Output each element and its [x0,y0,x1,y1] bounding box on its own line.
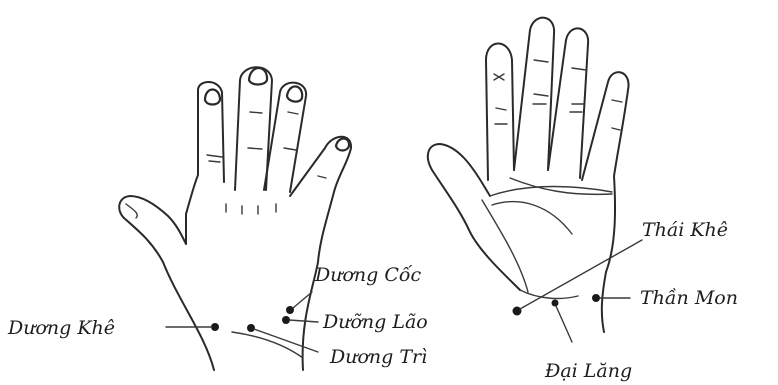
label-thai-khe: Thái Khê [642,219,728,241]
label-duong-tri: Dương Trì [329,346,427,368]
point-dai-lang [552,300,559,307]
index-nail [205,90,220,105]
leader-dai-lang [556,306,572,342]
right-hand-palmar [428,18,629,332]
left-hand-dorsal [119,67,351,370]
little-nail [336,139,349,151]
point-than-mon [592,294,600,302]
label-dai-lang: Đại Lăng [544,360,632,382]
label-than-mon: Thần Mon [640,287,738,309]
label-duong-lao: Dưỡng Lão [322,311,428,333]
point-thai-khe [513,307,522,316]
ring-nail [287,86,302,101]
leader-duong-lao [289,320,318,322]
label-duong-coc: Dương Cốc [314,264,422,286]
label-duong-khe: Dương Khê [7,317,115,339]
middle-nail [249,68,267,85]
point-duong-tri [247,324,255,332]
point-duong-coc [286,306,294,314]
